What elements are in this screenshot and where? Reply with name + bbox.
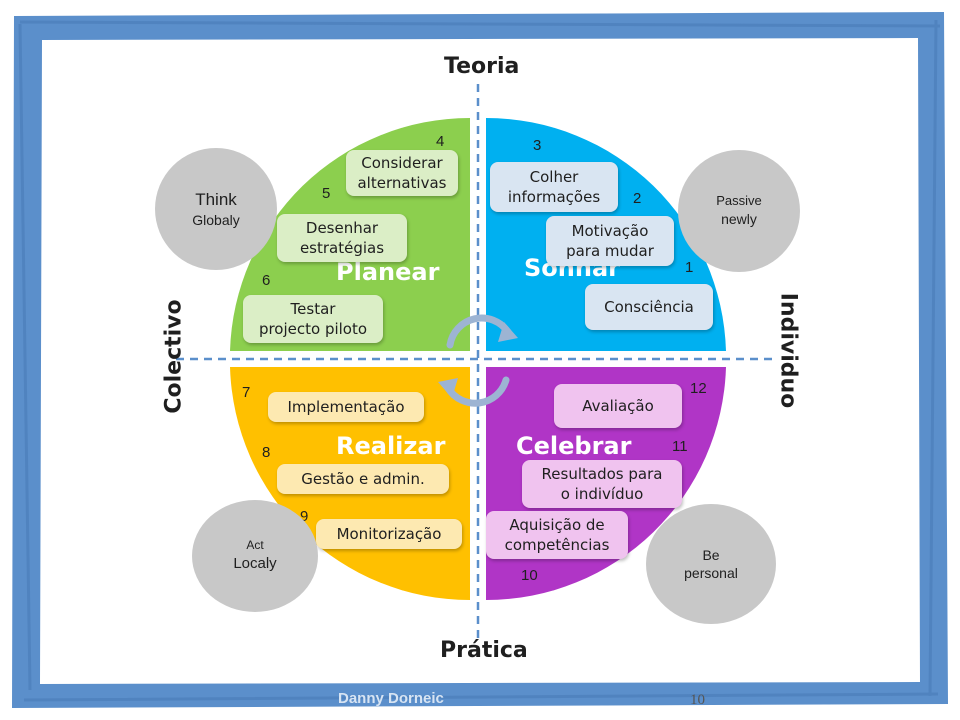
step-number-5: 5	[322, 185, 331, 202]
footer-author: Danny Dorneic	[338, 690, 444, 707]
step-box-aquisicao: Aquisição de competências	[486, 511, 628, 559]
step-box-resultados: Resultados para o indivíduo	[522, 460, 682, 508]
bubble-passive-newly: Passive newly	[678, 150, 800, 272]
cycle-arrow-head-top	[498, 322, 518, 342]
bubble-line: Localy	[233, 555, 277, 573]
step-number-6: 6	[262, 272, 271, 289]
axis-label-right: Individuo	[775, 292, 801, 409]
bubble-line: Passive	[716, 193, 762, 209]
step-number-8: 8	[262, 444, 271, 461]
step-box-implementacao: Implementação	[268, 392, 424, 422]
bubble-act-localy: Act Localy	[192, 500, 318, 612]
step-box-desenhar-estrategias: Desenhar estratégias	[277, 214, 407, 262]
quadrant-title-celebrar: Celebrar	[516, 432, 632, 460]
step-number-9: 9	[300, 508, 309, 525]
step-box-avaliacao: Avaliação	[554, 384, 682, 428]
bubble-be-personal: Be personal	[646, 504, 776, 624]
quadrant-title-realizar: Realizar	[336, 432, 446, 460]
step-number-10: 10	[521, 567, 538, 584]
bubble-line: Think	[195, 189, 237, 209]
bubble-think-globaly: Think Globaly	[155, 148, 277, 270]
quadrant-title-planear: Planear	[336, 258, 440, 286]
step-box-considerar-alternativas: Considerar alternativas	[346, 150, 458, 196]
step-box-monitorizacao: Monitorização	[316, 519, 462, 549]
bubble-line: Be	[702, 546, 720, 563]
bubble-line: Globaly	[192, 211, 240, 228]
step-number-3: 3	[533, 137, 542, 154]
bubble-line: personal	[684, 565, 738, 581]
cycle-arrows-icon	[444, 314, 512, 407]
step-number-4: 4	[436, 133, 445, 150]
step-box-testar-projecto: Testar projecto piloto	[243, 295, 383, 343]
step-box-motivacao: Motivação para mudar	[546, 216, 674, 266]
step-number-7: 7	[242, 384, 251, 401]
step-number-11: 11	[672, 438, 688, 455]
step-number-1: 1	[685, 259, 694, 276]
step-box-gestao-admin: Gestão e admin.	[277, 464, 449, 494]
bubble-line: Act	[246, 538, 264, 553]
step-box-consciencia: Consciência	[585, 284, 713, 330]
step-box-colher-informacoes: Colher informações	[490, 162, 618, 212]
page-number: 10	[690, 692, 705, 708]
step-number-2: 2	[633, 190, 642, 207]
axis-label-top: Teoria	[444, 54, 520, 79]
step-number-12: 12	[690, 380, 707, 397]
bubble-line: newly	[721, 211, 757, 228]
cycle-arrow-head-bottom	[438, 378, 458, 398]
axis-label-left: Colectivo	[161, 299, 187, 414]
axis-label-bottom: Prática	[440, 638, 528, 663]
